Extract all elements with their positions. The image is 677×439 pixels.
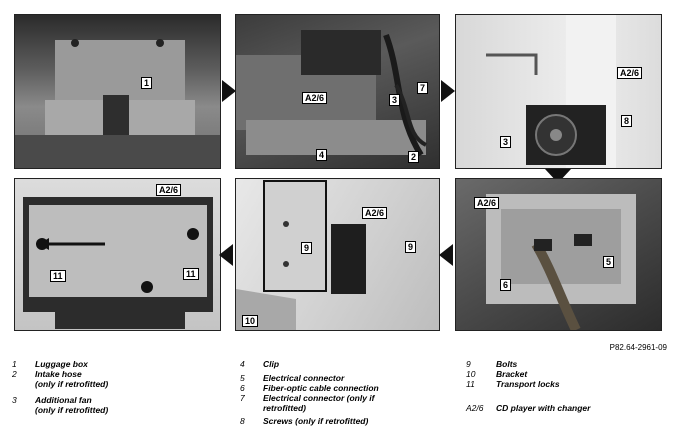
callout-a2-6-photo2: A2/6: [302, 92, 328, 104]
legend-text: Intake hose: [35, 369, 82, 379]
legend-column-2: 4 Clip 5 Electrical connector 6 Fiber-op…: [240, 359, 379, 426]
legend-item-sub: (only if retrofitted): [12, 379, 108, 389]
legend-num: 9: [466, 359, 471, 369]
callout-1: 1: [141, 77, 153, 89]
legend-text: Electrical connector: [263, 373, 345, 383]
legend-num: 4: [240, 359, 245, 369]
callout-10-photo5: 10: [242, 315, 259, 327]
connectors-illustration: [486, 194, 636, 330]
legend-item: 6 Fiber-optic cable connection: [240, 383, 379, 393]
callout-9-right-photo5: 9: [405, 241, 417, 253]
cd-player-illustration: [236, 30, 428, 157]
callout-7-photo2: 7: [417, 82, 429, 94]
legend-item: 5 Electrical connector: [240, 373, 379, 383]
callout-5-photo4: 5: [603, 256, 615, 268]
legend-item: 2 Intake hose: [12, 369, 108, 379]
legend-subtext: (only if retrofitted): [35, 405, 109, 415]
callout-a2-6-photo4: A2/6: [474, 197, 500, 209]
legend-num: 10: [466, 369, 476, 379]
callout-3-photo3: 3: [500, 136, 512, 148]
legend-num: 1: [12, 359, 17, 369]
photo-cd-player-installed: [235, 14, 440, 169]
callout-9-left-photo5: 9: [301, 242, 313, 254]
transport-locks-illustration: [23, 197, 213, 329]
legend-num: A2/6: [466, 403, 484, 413]
legend-subtext: retrofitted): [263, 403, 306, 413]
legend-item: 9 Bolts: [466, 359, 590, 369]
callout-6-photo4: 6: [500, 279, 512, 291]
reference-code: P82.64-2961-09: [609, 343, 667, 352]
legend-num: 7: [240, 393, 245, 403]
legend-num: 8: [240, 416, 245, 426]
fan-illustration: [486, 15, 616, 168]
bolts-bracket-illustration: [236, 180, 366, 330]
legend-text: Luggage box: [35, 359, 88, 369]
legend-column-1: 1 Luggage box 2 Intake hose (only if ret…: [12, 359, 108, 415]
legend-num: 2: [12, 369, 17, 379]
legend-item: 4 Clip: [240, 359, 379, 369]
legend-text: CD player with changer: [496, 403, 591, 413]
arrow-left-2: [219, 244, 233, 266]
legend-item-sub: (only if retrofitted): [12, 405, 108, 415]
legend-text: Screws (only if retrofitted): [263, 416, 369, 426]
legend-item: 7 Electrical connector (only if: [240, 393, 379, 403]
callout-4-photo2: 4: [316, 149, 328, 161]
legend-text: Clip: [263, 359, 280, 369]
legend-column-3: 9 Bolts 10 Bracket 11 Transport locks A2…: [466, 359, 590, 413]
legend-text: Bracket: [496, 369, 528, 379]
legend-item: 1 Luggage box: [12, 359, 108, 369]
legend-text: Additional fan: [35, 395, 92, 405]
callout-2-photo2: 2: [408, 151, 420, 163]
callout-8-photo3: 8: [621, 115, 633, 127]
legend-item: 10 Bracket: [466, 369, 590, 379]
photo-additional-fan: [455, 14, 662, 169]
callout-a2-6-photo6: A2/6: [156, 184, 182, 196]
legend-num: 11: [466, 379, 475, 389]
arrow-left-1: [439, 244, 453, 266]
photo-bolts-bracket: [235, 178, 440, 331]
callout-11-left-photo6: 11: [50, 270, 66, 282]
photo-transport-locks: [14, 178, 221, 331]
legend-num: 6: [240, 383, 245, 393]
legend-text: Bolts: [496, 359, 518, 369]
legend-text: Fiber-optic cable connection: [263, 383, 379, 393]
callout-11-right-photo6: 11: [183, 268, 199, 280]
arrow-right-2: [441, 80, 455, 102]
callout-3-photo2: 3: [389, 94, 401, 106]
photo-luggage-box: [14, 14, 221, 169]
legend-subtext: (only if retrofitted): [35, 379, 109, 389]
legend-num: 3: [12, 395, 17, 405]
legend-item-sub: retrofitted): [240, 403, 379, 413]
callout-a2-6-photo3: A2/6: [617, 67, 643, 79]
legend-num: 5: [240, 373, 245, 383]
legend-item: 3 Additional fan: [12, 395, 108, 405]
callout-a2-6-photo5: A2/6: [362, 207, 388, 219]
legend-text: Electrical connector (only if: [263, 393, 375, 403]
legend-item: 11 Transport locks: [466, 379, 590, 389]
legend-text: Transport locks: [496, 379, 560, 389]
arrow-right-1: [222, 80, 236, 102]
legend-item: 8 Screws (only if retrofitted): [240, 416, 379, 426]
legend-item: A2/6 CD player with changer: [466, 403, 590, 413]
luggage-box-illustration: [15, 39, 220, 168]
